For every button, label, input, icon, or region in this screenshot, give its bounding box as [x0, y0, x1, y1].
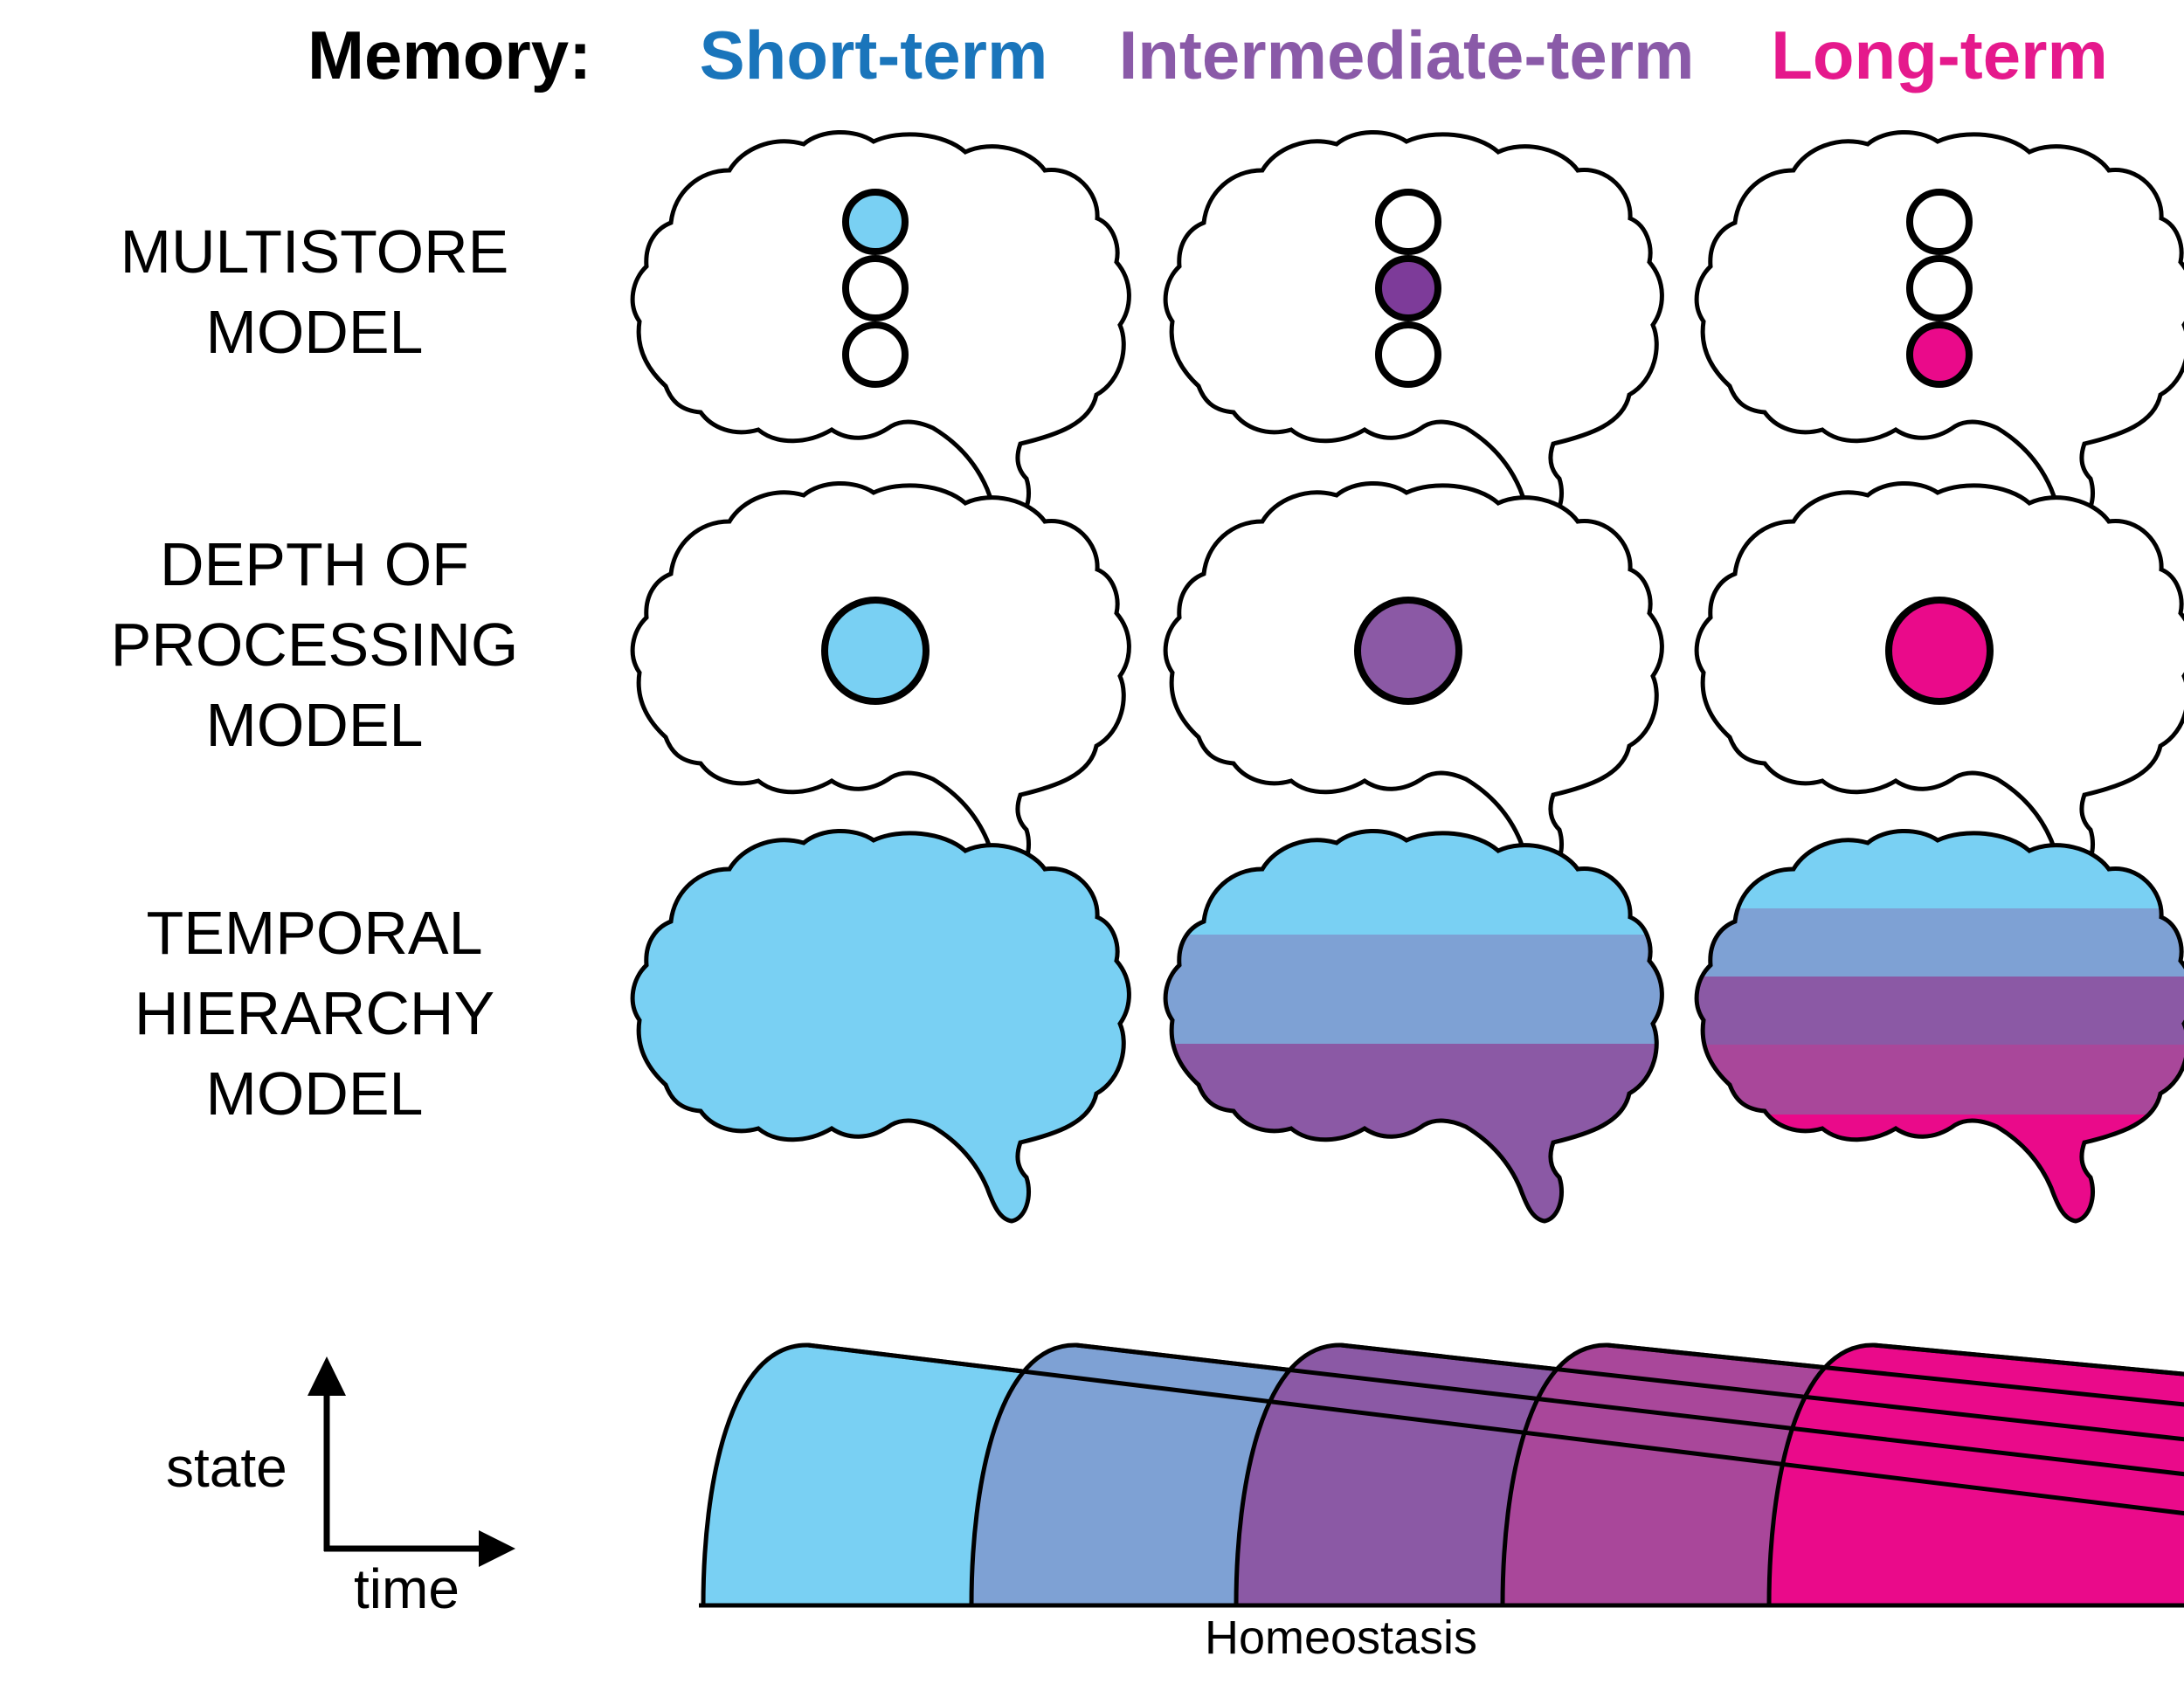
band-steel-blue: [1697, 908, 2184, 977]
wave-5: [1766, 1342, 2184, 1608]
short-term-label: Short-term: [699, 17, 1048, 93]
band-steel-blue: [1165, 935, 1662, 1044]
temporal-hierarchy-model-label: TEMPORAL HIERARCHY MODEL: [44, 893, 585, 1134]
x-axis-arrow-icon: [479, 1530, 515, 1567]
band-pink: [1697, 1115, 2184, 1221]
temporal-short-term-brain: [632, 831, 1129, 1221]
state-decay-plot: [699, 1342, 2184, 1608]
band-magenta: [1697, 1045, 2184, 1115]
store-circle-bottom: [1906, 321, 1973, 388]
multistore-short-term-brain: [632, 132, 1129, 522]
store-circle-middle: [1375, 255, 1441, 321]
multistore-label-line-1: MULTISTORE: [120, 217, 509, 286]
time-axis-label: time: [354, 1557, 460, 1620]
temporal-label-line-1: TEMPORAL: [146, 899, 483, 967]
depth-long-term-brain: [1697, 483, 2184, 873]
depth-circle: [1354, 597, 1462, 705]
store-circle-middle: [842, 255, 909, 321]
store-circle-bottom: [842, 321, 909, 388]
homeostasis-label: Homeostasis: [1204, 1612, 1478, 1664]
store-circle-top: [1375, 189, 1441, 255]
memory-label: Memory:: [308, 17, 592, 93]
store-circle-top: [842, 189, 909, 255]
state-axis-label: state: [166, 1436, 287, 1499]
long-term-label: Long-term: [1771, 17, 2108, 93]
depth-circle: [821, 597, 930, 705]
temporal-label-line-3: MODEL: [205, 1059, 424, 1128]
depth-label-line-3: MODEL: [205, 691, 424, 759]
store-circle-middle: [1906, 255, 1973, 321]
depth-label-line-1: DEPTH OF: [160, 530, 469, 598]
store-circle-bottom: [1375, 321, 1441, 388]
temporal-long-term-brain: [1660, 821, 2184, 1237]
depth-circle: [1885, 597, 1994, 705]
band-purple: [1165, 1044, 1662, 1221]
multistore-model-label: MULTISTORE MODEL: [44, 211, 585, 372]
depth-label-line-2: PROCESSING: [110, 611, 519, 679]
depth-intermediate-term-brain: [1165, 483, 1662, 873]
intermediate-term-label: Intermediate-term: [1118, 17, 1695, 93]
state-time-axes: [308, 1356, 515, 1567]
depth-of-processing-model-label: DEPTH OF PROCESSING MODEL: [44, 524, 585, 765]
store-circle-top: [1906, 189, 1973, 255]
multistore-intermediate-term-brain: [1165, 132, 1662, 522]
temporal-label-line-2: HIERARCHY: [134, 979, 495, 1047]
multistore-label-line-2: MODEL: [205, 298, 424, 366]
multistore-long-term-brain: [1697, 132, 2184, 522]
temporal-intermediate-term-brain: [1136, 821, 1677, 1236]
y-axis-arrow-icon: [308, 1356, 346, 1396]
band-purple: [1697, 977, 2184, 1045]
depth-short-term-brain: [632, 483, 1129, 873]
